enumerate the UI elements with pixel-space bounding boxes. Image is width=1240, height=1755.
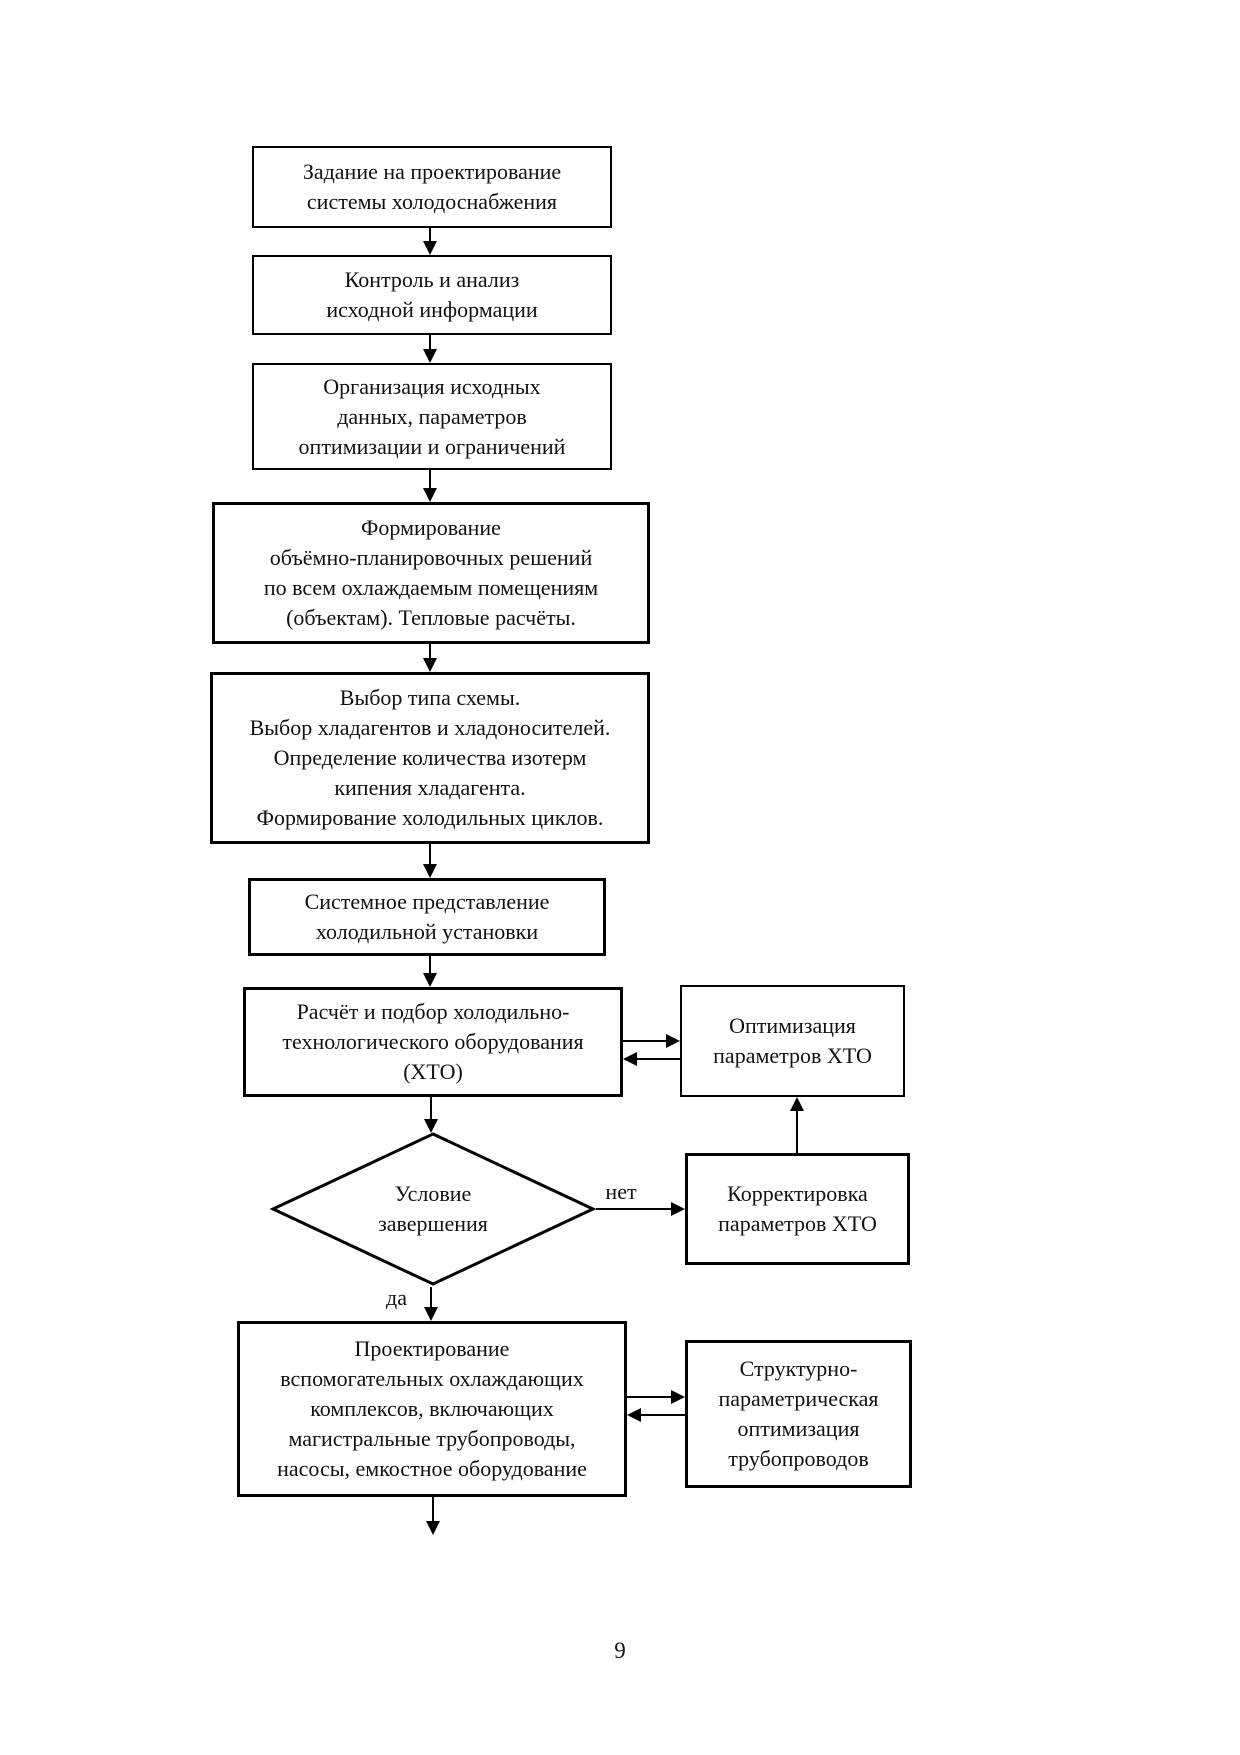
arrowhead-correction-optimization [790, 1097, 804, 1111]
connector-formation-scheme [429, 644, 431, 660]
decision-diamond-shape [270, 1132, 596, 1286]
arrowhead-decision-correction [671, 1202, 685, 1216]
arrowhead-organization-formation [423, 488, 437, 502]
node-hto-optimization: Оптимизация параметров ХТО [680, 985, 905, 1097]
arrowhead-decision-auxdesign [424, 1307, 438, 1321]
arrowhead-systemview-calc [423, 973, 437, 987]
connector-task-control [429, 228, 431, 243]
connector-auxdesign-exit [432, 1497, 434, 1523]
node-layout-formation: Формирование объёмно-планировочных решен… [212, 502, 650, 644]
connector-pipeopt-to-auxdesign [641, 1414, 685, 1416]
edge-label-yes: да [386, 1285, 407, 1310]
connector-calc-decision [430, 1097, 432, 1121]
connector-auxdesign-to-pipeopt [627, 1396, 672, 1398]
connector-systemview-calc [429, 956, 431, 975]
arrowhead-control-organization [423, 349, 437, 363]
node-design-task: Задание на проектирование системы холодо… [252, 146, 612, 228]
arrowhead-formation-scheme [423, 658, 437, 672]
connector-decision-auxdesign [430, 1287, 432, 1309]
arrowhead-pipeopt-to-auxdesign [627, 1408, 641, 1422]
connector-calc-to-optimization [623, 1040, 668, 1042]
arrowhead-optimization-to-calc [623, 1052, 637, 1066]
node-data-organization: Организация исходных данных, параметров … [252, 363, 612, 470]
connector-optimization-to-calc [637, 1058, 680, 1060]
arrowhead-task-control [423, 241, 437, 255]
connector-organization-formation [429, 470, 431, 490]
node-equipment-calculation: Расчёт и подбор холодильно- технологичес… [243, 987, 623, 1097]
node-pipe-optimization: Структурно- параметрическая оптимизация … [685, 1340, 912, 1488]
arrowhead-auxdesign-exit [426, 1521, 440, 1535]
page-number: 9 [614, 1638, 626, 1663]
arrowhead-scheme-systemview [423, 864, 437, 878]
node-hto-correction: Корректировка параметров ХТО [685, 1153, 910, 1265]
arrowhead-calc-decision [424, 1119, 438, 1133]
node-input-control: Контроль и анализ исходной информации [252, 255, 612, 335]
node-system-view: Системное представление холодильной уста… [248, 878, 606, 956]
decision-label: Условие завершения [378, 1181, 488, 1236]
node-aux-complex-design: Проектирование вспомогательных охлаждающ… [237, 1321, 627, 1497]
arrowhead-auxdesign-to-pipeopt [671, 1390, 685, 1404]
decision-completion-condition: Условие завершения [270, 1131, 596, 1287]
arrowhead-calc-to-optimization [666, 1034, 680, 1048]
node-scheme-choice: Выбор типа схемы. Выбор хладагентов и хл… [210, 672, 650, 844]
connector-control-organization [429, 335, 431, 351]
connector-scheme-systemview [429, 844, 431, 866]
edge-label-no: нет [605, 1179, 637, 1204]
connector-decision-correction [596, 1208, 673, 1210]
connector-correction-optimization [796, 1111, 798, 1153]
